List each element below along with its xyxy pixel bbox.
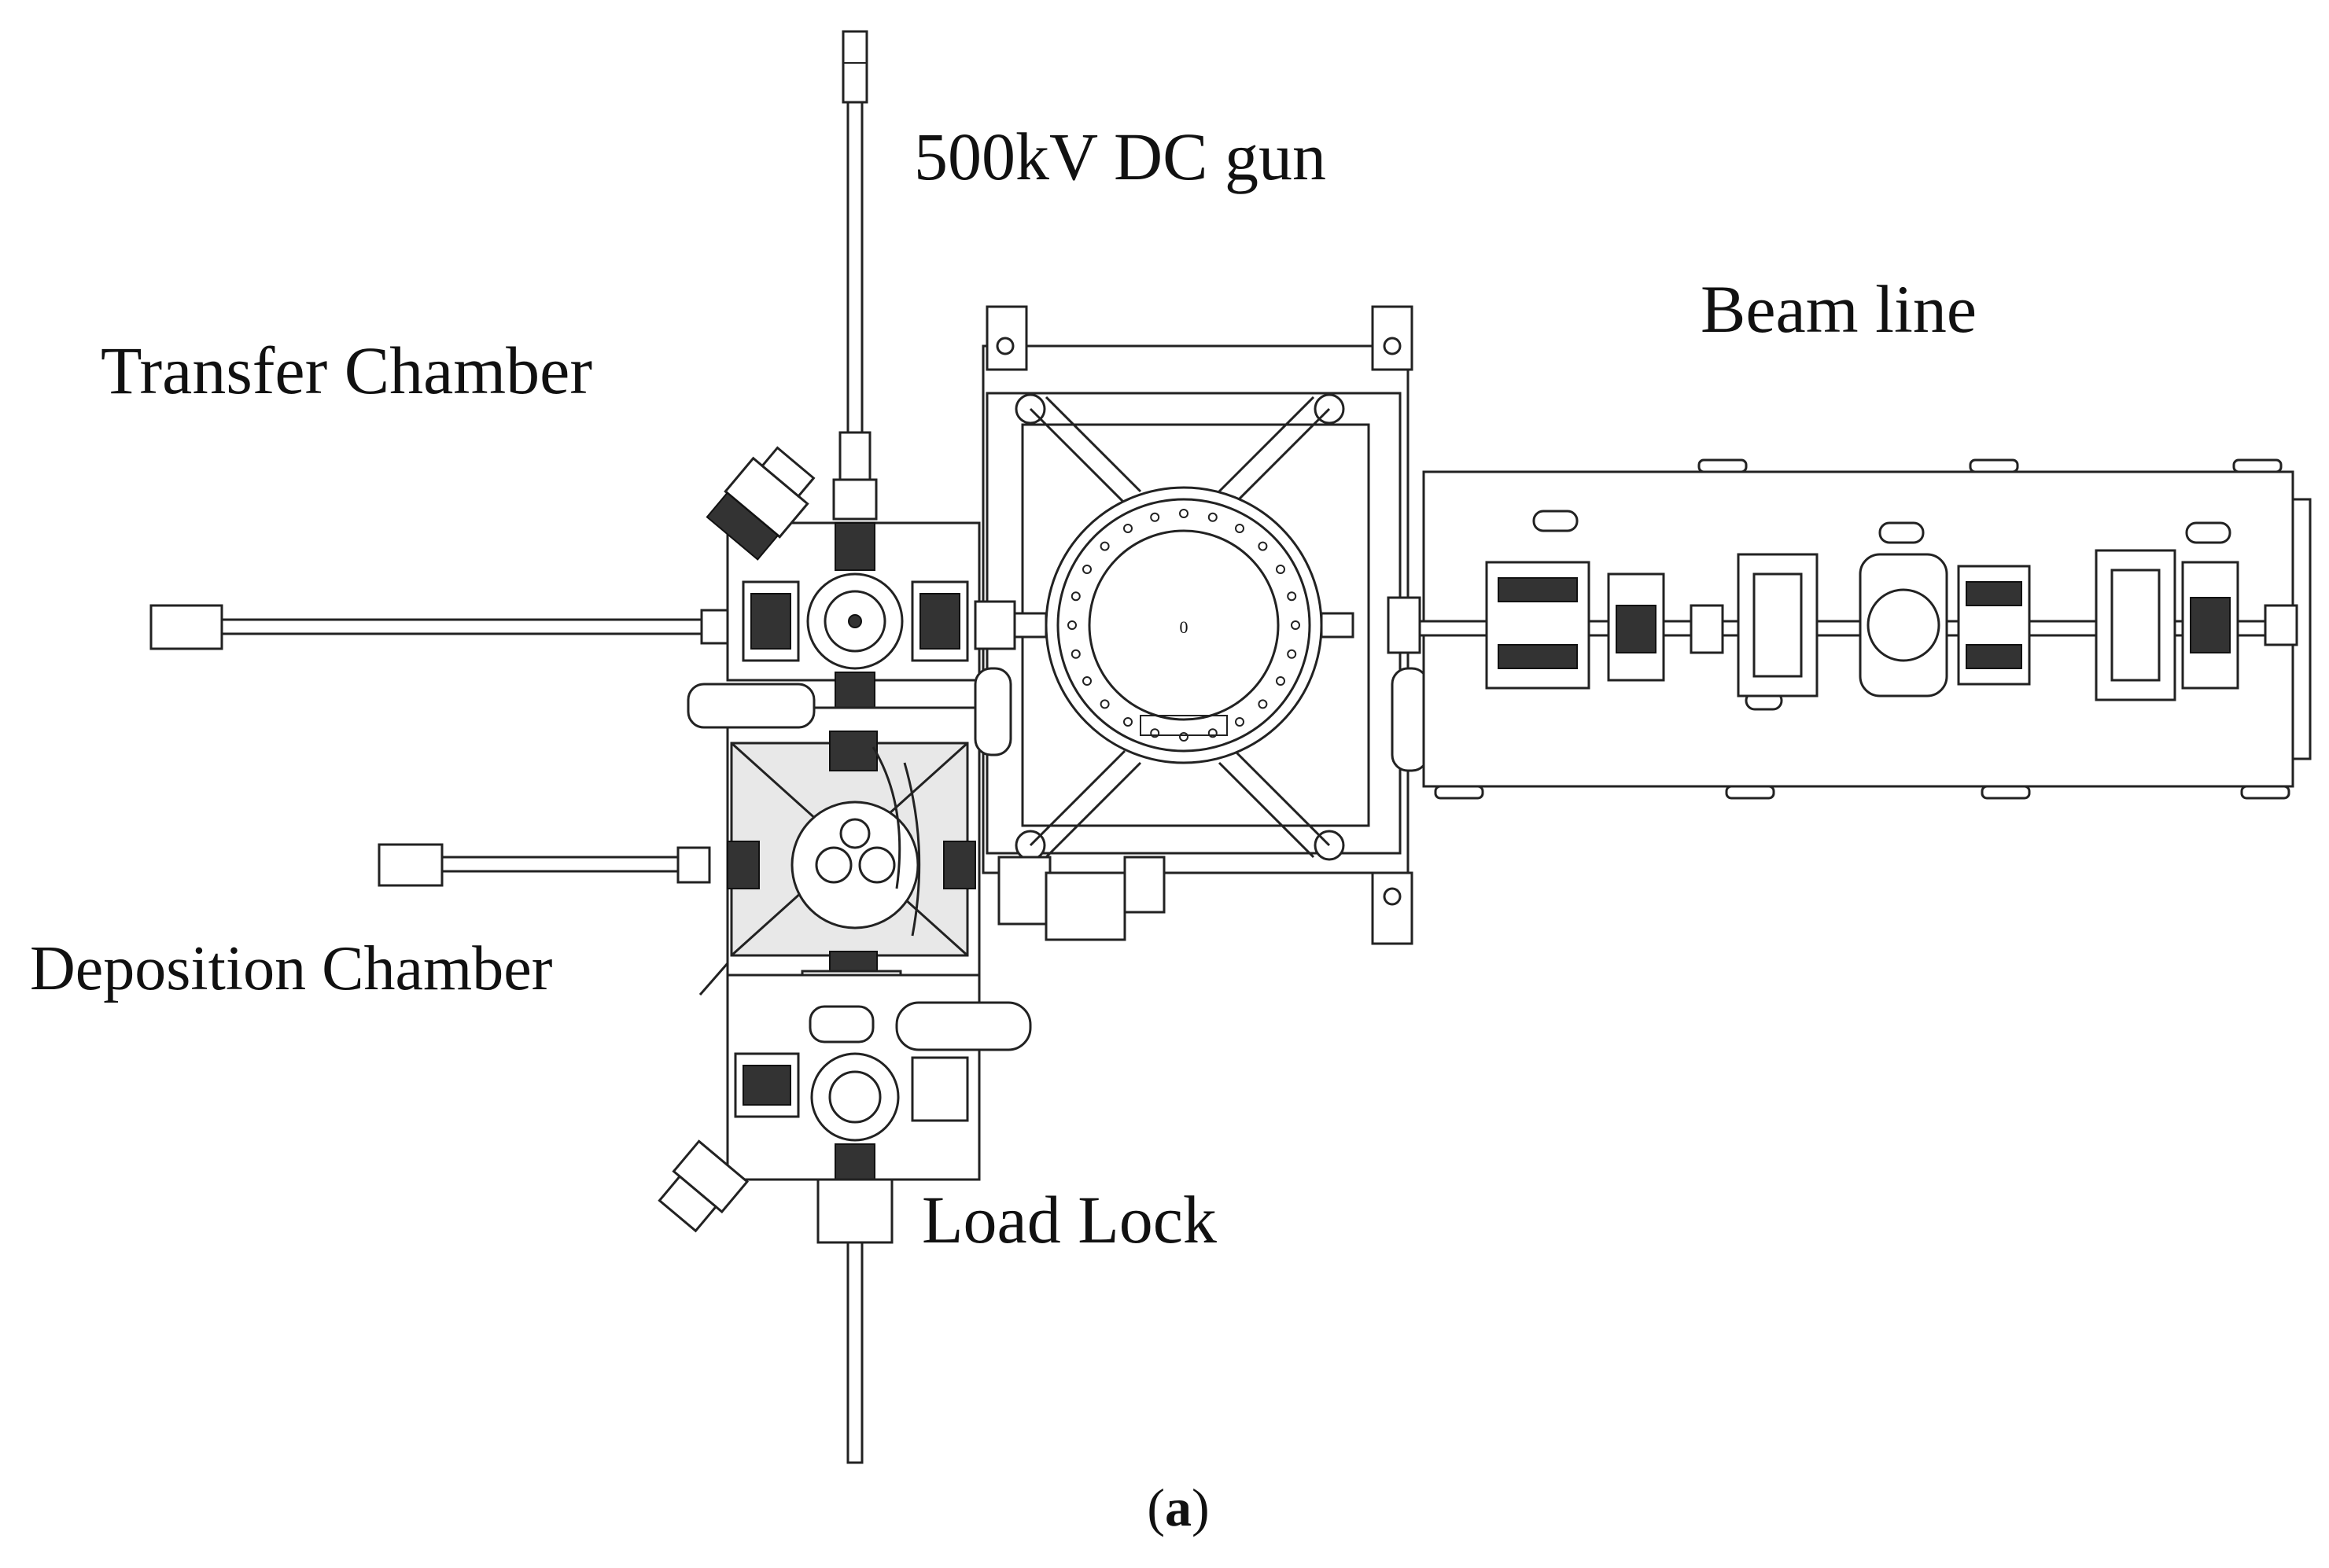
flange-bolt <box>1235 717 1244 727</box>
flange-bolt <box>1207 512 1218 522</box>
flange-bolt <box>1150 728 1160 738</box>
flange-bolt <box>1123 524 1133 533</box>
figure-caption: (a) <box>1147 1478 1209 1537</box>
deposition-chamber-label: Deposition Chamber <box>30 934 552 1003</box>
flange-bolt <box>1258 541 1268 551</box>
beam-line <box>1418 458 2312 800</box>
flange-bolt <box>1100 541 1110 551</box>
flange-bolt <box>1258 699 1268 709</box>
flange-bolt <box>1150 512 1160 522</box>
beam-line-label: Beam line <box>1701 271 1977 347</box>
transfer-chamber <box>706 446 981 712</box>
deposition-chamber <box>687 683 981 1004</box>
flange-bolt <box>1067 620 1077 630</box>
flange-bolt <box>1207 728 1218 738</box>
flange-bolt <box>1287 649 1297 659</box>
dc-gun: 0 <box>974 305 1429 945</box>
flange-bolt <box>1071 649 1081 659</box>
center-mark: 0 <box>1180 617 1188 637</box>
gun-flange-bolts <box>1067 509 1300 742</box>
deposition-manipulator-arm <box>378 843 711 887</box>
flange-bolt <box>1287 591 1297 602</box>
flange-bolt <box>1123 717 1133 727</box>
transfer-chamber-label: Transfer Chamber <box>101 333 592 408</box>
flange-bolt <box>1179 509 1188 518</box>
flange-bolt <box>1276 565 1285 574</box>
flange-bolt <box>1071 591 1081 602</box>
flange-bolt <box>1179 732 1188 742</box>
flange-bolt <box>1082 565 1092 574</box>
load-lock-chamber <box>658 974 1032 1244</box>
flange-bolt <box>1276 676 1285 686</box>
flange-bolt <box>1082 676 1092 686</box>
vertical-manipulator-rod-top <box>832 30 878 521</box>
load-lock-label: Load Lock <box>922 1182 1217 1257</box>
transfer-manipulator-arm <box>149 604 735 650</box>
flange-bolt <box>1100 699 1110 709</box>
flange-bolt <box>1291 620 1300 630</box>
gun-label: 500kV DC gun <box>914 119 1326 194</box>
flange-bolt <box>1235 524 1244 533</box>
